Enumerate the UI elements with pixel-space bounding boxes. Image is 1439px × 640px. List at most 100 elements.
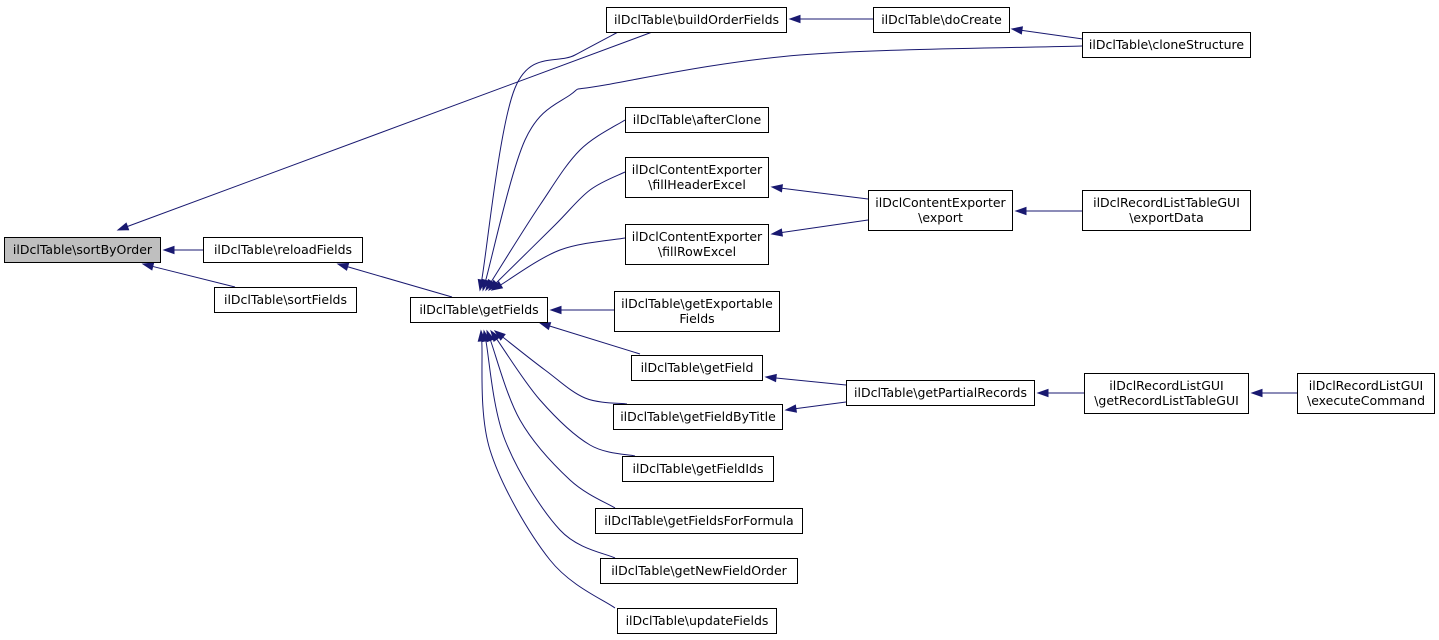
edge-line: [481, 30, 621, 281]
arrow-head-icon: [162, 245, 175, 255]
edge-clone-structure-to-do-create: [1010, 26, 1084, 40]
node-label: ilDclContentExporter: [632, 162, 763, 177]
arrow-head-icon: [770, 184, 783, 193]
node-label: ilDclTable\doCreate: [881, 12, 1002, 27]
node-label: ilDclTable\getField: [641, 360, 754, 375]
node-label: \getRecordListTableGUI: [1094, 393, 1239, 408]
edge-line: [500, 237, 626, 286]
edge-get-partial-records-to-get-field-by-title: [784, 401, 847, 413]
node-label: ilDclTable\getNewFieldOrder: [611, 563, 787, 578]
node-update-fields[interactable]: ilDclTable\updateFields: [617, 608, 777, 634]
node-get-field-by-title[interactable]: ilDclTable\getFieldByTitle: [613, 404, 783, 430]
arrow-head-icon: [141, 262, 155, 271]
node-label: ilDclTable\getFieldsForFormula: [604, 513, 793, 528]
edge-reload-fields-to-sort-by-order: [162, 245, 203, 255]
edge-line: [485, 45, 1083, 281]
node-export-data[interactable]: ilDclRecordListTableGUI\exportData: [1082, 190, 1251, 231]
node-label: ilDclRecordListTableGUI: [1093, 195, 1240, 210]
node-box: [1082, 32, 1251, 58]
node-box: [617, 608, 777, 634]
edge-line: [781, 187, 869, 200]
node-box: [846, 380, 1035, 406]
node-get-field[interactable]: ilDclTable\getField: [631, 355, 763, 381]
node-label: ilDclRecordListGUI: [1309, 378, 1423, 393]
node-box: [625, 157, 769, 198]
node-get-fields[interactable]: ilDclTable\getFields: [410, 297, 548, 323]
edge-export-to-fill-header-excel: [770, 184, 869, 200]
node-box: [873, 7, 1010, 33]
arrow-head-icon: [770, 228, 783, 237]
node-box: [1082, 190, 1251, 231]
node-label: ilDclTable\afterClone: [633, 112, 762, 127]
edge-line: [775, 377, 847, 386]
node-label: ilDclTable\getPartialRecords: [854, 385, 1027, 400]
node-fill-header-excel[interactable]: ilDclContentExporter\fillHeaderExcel: [625, 157, 769, 198]
arrow-head-icon: [477, 329, 486, 342]
node-box: [614, 291, 780, 332]
arrow-head-icon: [788, 14, 801, 24]
arrow-head-icon: [549, 305, 562, 315]
node-build-order-fields[interactable]: ilDclTable\buildOrderFields: [606, 7, 787, 33]
edge-line: [485, 340, 616, 559]
node-label: \fillHeaderExcel: [648, 177, 746, 192]
edge-sort-fields-to-sort-by-order: [141, 262, 236, 288]
arrow-head-icon: [538, 322, 552, 331]
edge-line: [347, 266, 453, 298]
node-get-record-list-table-gui[interactable]: ilDclRecordListGUI\getRecordListTableGUI: [1084, 373, 1249, 414]
node-label: ilDclTable\getFieldByTitle: [620, 409, 776, 424]
node-get-field-ids[interactable]: ilDclTable\getFieldIds: [622, 456, 774, 482]
node-box: [631, 355, 763, 381]
edge-line: [781, 219, 869, 234]
node-box: [868, 190, 1013, 231]
nodes-layer: ilDclTable\sortByOrder ilDclTable\reloadF…: [4, 7, 1435, 634]
edge-get-fields-for-formula-to-get-fields: [486, 329, 616, 509]
node-box: [613, 404, 783, 430]
edge-line: [127, 30, 656, 227]
node-label: ilDclTable\reloadFields: [214, 242, 352, 257]
edge-line: [490, 119, 626, 282]
node-after-clone[interactable]: ilDclTable\afterClone: [625, 107, 769, 133]
edge-export-to-fill-row-excel: [770, 219, 869, 237]
node-get-new-field-order[interactable]: ilDclTable\getNewFieldOrder: [600, 558, 798, 584]
edge-update-fields-to-get-fields: [477, 329, 616, 609]
node-do-create[interactable]: ilDclTable\doCreate: [873, 7, 1010, 33]
node-label: \fillRowExcel: [658, 244, 736, 259]
arrow-head-icon: [336, 262, 350, 271]
edge-after-clone-to-get-fields: [485, 119, 626, 292]
node-label: ilDclTable\sortByOrder: [13, 242, 153, 257]
edge-get-field-ids-to-get-fields: [490, 329, 636, 457]
arrow-head-icon: [764, 373, 777, 383]
node-box: [1084, 373, 1249, 414]
node-label: ilDclTable\getFieldIds: [633, 461, 764, 476]
node-box: [4, 237, 161, 263]
edge-do-create-to-build-order-fields: [788, 14, 873, 24]
edge-line: [490, 340, 616, 509]
node-execute-command[interactable]: ilDclRecordListGUI\executeCommand: [1297, 373, 1435, 414]
node-label: Fields: [679, 311, 714, 326]
edge-line: [495, 171, 626, 284]
node-export[interactable]: ilDclContentExporter\export: [868, 190, 1013, 231]
arrow-head-icon: [490, 281, 504, 291]
edge-line: [502, 336, 628, 405]
arrow-head-icon: [1010, 26, 1023, 35]
node-sort-fields[interactable]: ilDclTable\sortFields: [214, 287, 357, 313]
edge-export-data-to-export: [1014, 206, 1082, 216]
node-label: ilDclTable\getFields: [419, 302, 538, 317]
node-box: [606, 7, 787, 33]
node-get-partial-records[interactable]: ilDclTable\getPartialRecords: [846, 380, 1035, 406]
node-get-fields-for-formula[interactable]: ilDclTable\getFieldsForFormula: [595, 508, 803, 534]
node-reload-fields[interactable]: ilDclTable\reloadFields: [203, 237, 363, 263]
edge-line: [481, 340, 616, 609]
arrow-head-icon: [1250, 388, 1263, 398]
node-fill-row-excel[interactable]: ilDclContentExporter\fillRowExcel: [625, 224, 769, 265]
node-box: [203, 237, 363, 263]
node-label: ilDclTable\buildOrderFields: [614, 12, 779, 27]
node-box: [625, 224, 769, 265]
node-box: [622, 456, 774, 482]
edge-get-record-list-table-gui-to-get-partial-records: [1036, 388, 1084, 398]
node-clone-structure[interactable]: ilDclTable\cloneStructure: [1082, 32, 1251, 58]
arrow-head-icon: [490, 329, 501, 343]
node-sort-by-order[interactable]: ilDclTable\sortByOrder: [4, 237, 161, 263]
edge-line: [152, 265, 236, 288]
